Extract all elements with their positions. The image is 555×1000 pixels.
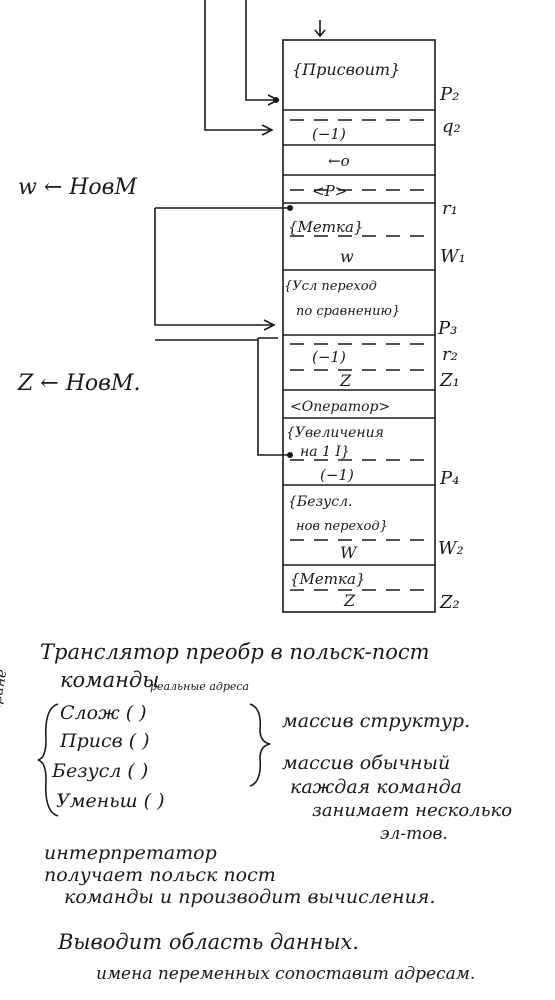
top-arrow: [314, 20, 326, 38]
list-assign: Присв ( ): [60, 730, 150, 752]
list-bracket: [37, 703, 59, 817]
cell-cond-jump-1: {Усл переход: [284, 279, 377, 294]
list-decrement: Уменьш ( ): [56, 790, 165, 812]
label-z-new: Z ← НовМ.: [17, 371, 140, 396]
label-q2: q₂: [442, 116, 461, 137]
note-receives: получает польск пост: [44, 864, 276, 886]
cell-minus-one-2: (−1): [312, 348, 346, 366]
label-w2: W₂: [438, 538, 464, 559]
cell-uncond-1: {Безусл.: [288, 494, 352, 510]
cell-w: w: [340, 247, 354, 266]
note-outputs-data: Выводит область данных.: [58, 930, 360, 954]
cell-cond-jump-2: по сравнению}: [296, 304, 400, 319]
note-struct-array: массив структур.: [282, 710, 471, 732]
connector-top-1: [204, 0, 270, 131]
memory-column: [282, 39, 436, 613]
label-r2: r₂: [442, 344, 458, 365]
cell-z-1: Z: [339, 371, 352, 390]
label-p2: Р₂: [439, 84, 459, 105]
cell-minus-one-1: (−1): [312, 125, 346, 143]
cell-increment-1: {Увеличения: [286, 425, 384, 441]
label-p3: Р₃: [437, 318, 457, 339]
note-elements: эл-тов.: [380, 824, 448, 844]
cell-increment-2: на 1 I}: [300, 444, 350, 460]
right-brace: [249, 703, 271, 787]
label-z1: Z₁: [439, 370, 460, 391]
note-on-screen: на экране: [0, 668, 11, 743]
cell-assign: {Присвоит}: [292, 60, 400, 79]
cell-label-w: {Метка}: [288, 218, 363, 236]
label-w-new: w ← НовМ: [18, 175, 137, 200]
note-each-command: каждая команда: [290, 776, 463, 798]
note-plain-array: массив обычный: [282, 752, 451, 774]
cell-label-z: {Метка}: [290, 570, 365, 588]
note-real-addresses: реальные адреса: [150, 680, 250, 693]
list-uncond: Безусл ( ): [52, 760, 149, 782]
note-occupies: занимает несколько: [312, 800, 513, 821]
cell-z-2: Z: [343, 591, 356, 610]
cell-lt-o: ←о: [328, 152, 350, 170]
cell-operator: <Оператор>: [290, 399, 390, 415]
memory-layout-diagram: {Присвоит} (−1) ←о <Р> {Метка} w {Усл пе…: [17, 0, 466, 613]
connector-z: [257, 337, 290, 456]
label-r1: r₁: [442, 198, 458, 219]
note-commands: команды: [60, 668, 160, 692]
connector-top-2: [245, 0, 276, 101]
note-interpreter: интерпретатор: [44, 842, 217, 864]
cell-minus-one-3: (−1): [320, 466, 354, 484]
cell-p: <Р>: [312, 182, 347, 200]
connector-w: [154, 207, 290, 326]
note-commands-compute: команды и производит вычисления.: [64, 886, 436, 908]
note-var-names: имена переменных сопоставит адресам.: [96, 964, 476, 984]
label-w1: W₁: [440, 246, 466, 267]
cell-uncond-2: нов переход}: [296, 519, 388, 534]
note-translator: Транслятор преобр в польск-пост: [40, 640, 430, 664]
label-z2: Z₂: [439, 592, 460, 613]
cell-w-2: W: [340, 543, 358, 562]
label-p4: Р₄: [439, 468, 459, 489]
list-add: Слож ( ): [60, 702, 147, 724]
